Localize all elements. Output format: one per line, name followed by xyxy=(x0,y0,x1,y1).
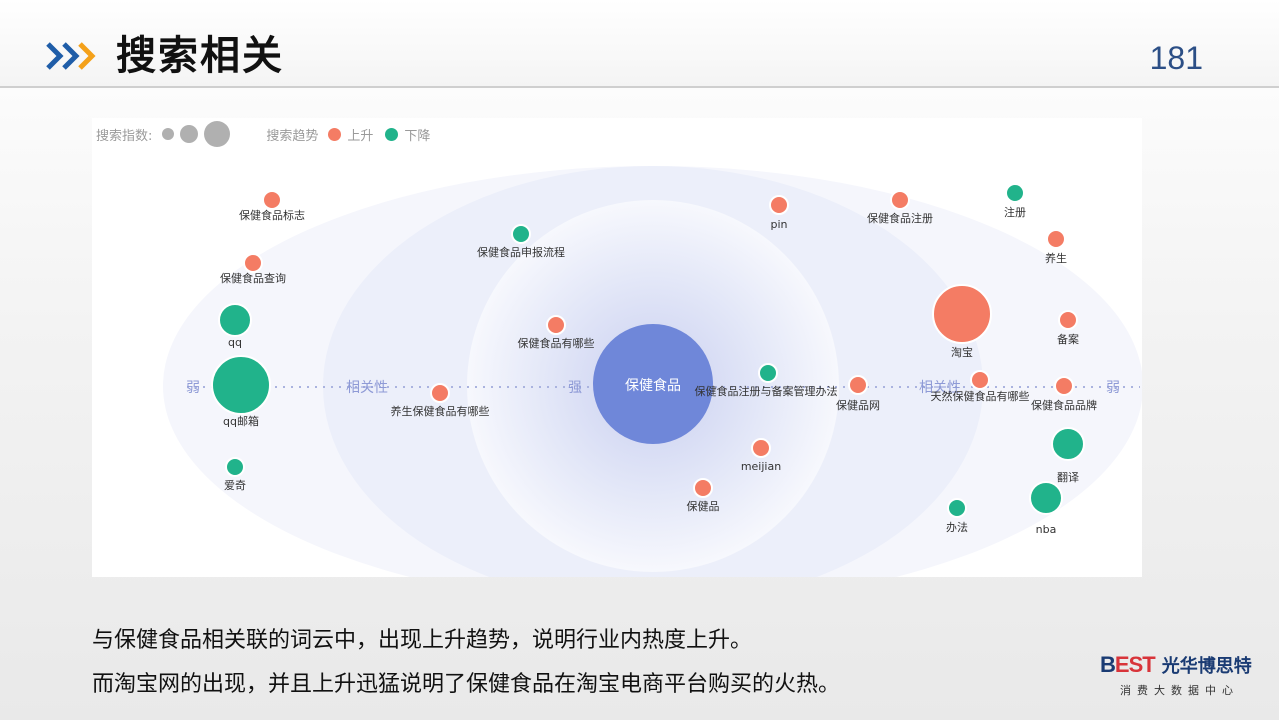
axis-label-relevance-right: 相关性 xyxy=(919,380,961,396)
keyword-bubble xyxy=(970,370,990,390)
keyword-label: 天然保健食品有哪些 xyxy=(931,389,1030,403)
keyword-label: 淘宝 xyxy=(951,345,973,359)
keyword-bubble xyxy=(751,438,771,458)
keyword-bubble xyxy=(769,195,789,215)
keyword-bubble xyxy=(1029,481,1063,515)
keyword-bubble xyxy=(932,284,992,344)
logo-name: 光华博思特 xyxy=(1161,656,1252,677)
legend-size-small-icon xyxy=(162,128,175,140)
keyword-bubble-chart: 弱 相关性 强 相关性 弱 保健食品 保健食品标志保健食品查询 qq qq邮箱爱奇 保健食品申报… xyxy=(92,118,1142,577)
chevron-arrows-icon xyxy=(46,42,96,70)
keyword-label: 保健食品标志 xyxy=(239,208,305,222)
keyword-bubble xyxy=(1046,229,1066,249)
legend-down-icon xyxy=(385,127,399,141)
axis-label-strong: 强 xyxy=(568,380,582,396)
keyword-label: meijian xyxy=(741,460,781,473)
keyword-bubble xyxy=(758,363,778,383)
header-divider xyxy=(0,86,1279,88)
legend-up-icon xyxy=(328,127,342,141)
keyword-label: 保健品 xyxy=(687,499,720,513)
chart-legend: 搜索指数: 搜索趋势 上升 下降 xyxy=(96,121,431,147)
axis-label-relevance-left: 相关性 xyxy=(346,380,388,396)
axis-label-weak-left: 弱 xyxy=(186,380,200,396)
keyword-bubble xyxy=(211,355,271,415)
keyword-bubble xyxy=(1005,183,1025,203)
keyword-bubble xyxy=(225,457,245,477)
legend-index-label: 搜索指数: xyxy=(96,128,153,144)
keyword-bubble xyxy=(1054,376,1074,396)
legend-down-label: 下降 xyxy=(404,128,431,144)
keyword-label: 保健食品注册与备案管理办法 xyxy=(695,384,838,398)
page-number: 181 xyxy=(1149,40,1203,76)
company-logo: BEST 光华博思特 消费大数据中心 xyxy=(1100,652,1270,702)
logo-subtitle: 消费大数据中心 xyxy=(1120,684,1239,697)
center-keyword-bubble xyxy=(593,324,713,444)
logo-mark: BEST xyxy=(1100,652,1156,677)
caption-line-2: 而淘宝网的出现，并且上升迅猛说明了保健食品在淘宝电商平台购买的火热。 xyxy=(92,672,841,697)
keyword-bubble xyxy=(218,303,252,337)
keyword-bubble xyxy=(848,375,868,395)
keyword-bubble xyxy=(1051,427,1085,461)
keyword-label: 保健食品注册 xyxy=(867,211,933,225)
keyword-bubble xyxy=(430,383,450,403)
page-title: 搜索相关 xyxy=(116,33,284,79)
center-keyword-label: 保健食品 xyxy=(625,377,681,394)
keyword-bubble xyxy=(546,315,566,335)
legend-trend-label: 搜索趋势 xyxy=(266,128,319,144)
keyword-label: 养生 xyxy=(1045,251,1067,265)
keyword-bubble xyxy=(1058,310,1078,330)
axis-label-weak-right: 弱 xyxy=(1106,380,1120,396)
keyword-label: 保健食品申报流程 xyxy=(477,245,565,259)
legend-size-medium-icon xyxy=(180,125,199,143)
keyword-label: 爱奇 xyxy=(224,479,246,492)
keyword-label: qq xyxy=(228,336,242,349)
keyword-label: 养生保健食品有哪些 xyxy=(391,404,490,418)
keyword-label: 保健品网 xyxy=(836,398,880,412)
keyword-label: 保健食品查询 xyxy=(220,271,286,285)
keyword-bubble xyxy=(693,478,713,498)
keyword-label: 翻译 xyxy=(1057,470,1079,484)
caption-line-1: 与保健食品相关联的词云中，出现上升趋势，说明行业内热度上升。 xyxy=(92,628,753,653)
keyword-label: nba xyxy=(1036,523,1057,536)
keyword-bubble xyxy=(243,253,263,273)
keyword-label: 保健食品品牌 xyxy=(1031,398,1097,412)
keyword-label: pin xyxy=(770,218,787,231)
keyword-label: 保健食品有哪些 xyxy=(518,336,595,350)
slide-header: 搜索相关 181 xyxy=(0,0,1279,88)
keyword-label: 注册 xyxy=(1004,205,1026,219)
legend-size-large-icon xyxy=(204,121,231,147)
legend-up-label: 上升 xyxy=(347,128,374,144)
keyword-label: qq邮箱 xyxy=(223,414,259,428)
keyword-bubble xyxy=(890,190,910,210)
keyword-bubble xyxy=(262,190,282,210)
keyword-bubble xyxy=(947,498,967,518)
keyword-label: 办法 xyxy=(946,520,968,534)
keyword-label: 备案 xyxy=(1057,332,1079,346)
keyword-bubble xyxy=(511,224,531,244)
